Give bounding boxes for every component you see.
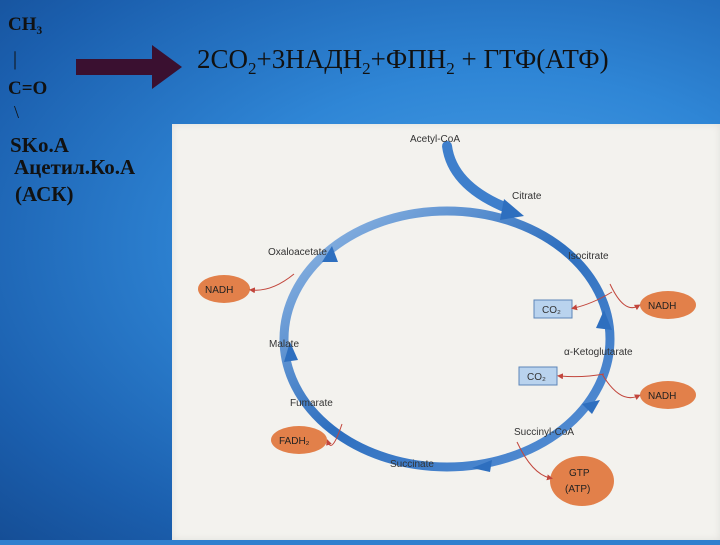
co2-box — [518, 366, 558, 386]
carbonyl-group: C=O — [8, 78, 48, 99]
krebs-cycle-figure: Acetyl-CoA Citrate Isocitrate α-Ketoglut… — [172, 124, 720, 540]
gtp-label: GTP — [569, 468, 590, 479]
acetyl-coa-abbr: (АСК) — [15, 182, 74, 206]
ketoglutarate-label: α-Ketoglutarate — [564, 347, 633, 358]
citrate-label: Citrate — [512, 191, 542, 202]
isocitrate-label: Isocitrate — [568, 251, 609, 262]
ring-arrowhead — [472, 460, 492, 472]
nadh-oval — [640, 291, 696, 319]
atp-label: (ATP) — [565, 484, 590, 495]
nadh-label: NADH — [205, 285, 233, 296]
diagonal-bond: \ — [14, 102, 20, 122]
co2-label: CO₂ — [542, 305, 561, 316]
co2-label: CO₂ — [527, 372, 546, 383]
fumarate-label: Fumarate — [290, 398, 333, 409]
nadh-label: NADH — [648, 391, 676, 402]
ch3-group: CH₃ — [8, 14, 43, 35]
acetyl-coa-name: Ацетил.Ко.А — [14, 155, 136, 179]
krebs-cycle-svg: Acetyl-CoA Citrate Isocitrate α-Ketoglut… — [198, 134, 696, 506]
fadh2-label: FADH₂ — [279, 436, 310, 447]
ring-arrowhead — [322, 246, 338, 262]
nadh-label: NADH — [648, 301, 676, 312]
oxaloacetate-label: Oxaloacetate — [268, 247, 327, 258]
cycle-ring — [279, 206, 615, 472]
nadh-oval — [198, 275, 250, 303]
ring-arrowhead — [596, 310, 612, 330]
gtp-oval — [550, 456, 614, 506]
reaction-arrow — [76, 45, 182, 89]
reaction-products-formula: 2CO2+3НАДН2+ФПН2 + ГТФ(АТФ) — [197, 44, 609, 78]
succinate-label: Succinate — [390, 459, 434, 470]
succinyl-coa-label: Succinyl-CoA — [514, 427, 574, 438]
ring-arrowhead — [500, 199, 524, 220]
acetyl-coa-input-arrow — [442, 141, 507, 211]
acetyl-coa-label: Acetyl-CoA — [410, 134, 460, 145]
nadh-oval — [640, 381, 696, 409]
skoa-group: SKo.A — [10, 133, 69, 157]
ring-arrowhead — [582, 400, 600, 414]
vertical-bond: | — [13, 48, 18, 70]
fadh2-oval — [271, 426, 327, 454]
ring-arrowhead — [284, 342, 298, 362]
malate-label: Malate — [269, 339, 299, 350]
